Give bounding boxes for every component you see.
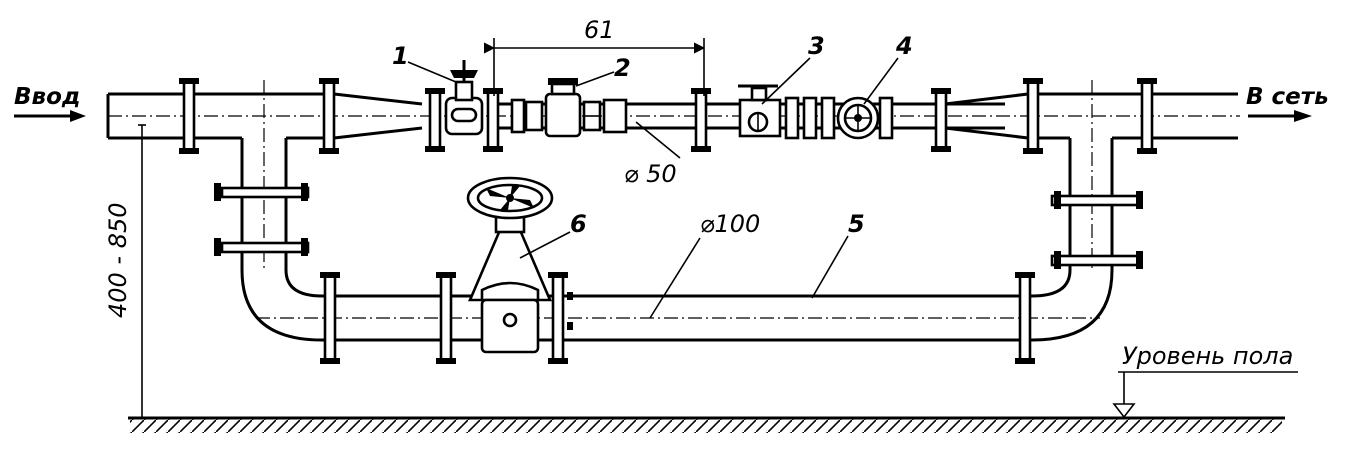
flange xyxy=(931,88,951,152)
handwheel-icon xyxy=(466,176,554,220)
flange xyxy=(214,183,310,201)
callout-6: 6 xyxy=(570,210,587,238)
callout-4: 4 xyxy=(895,32,913,60)
leaders xyxy=(407,57,899,319)
outlet-label: В сеть xyxy=(1246,84,1329,110)
arrow-right-icon xyxy=(1294,110,1312,122)
floor-level-label: Уровень пола xyxy=(1122,342,1293,370)
callout-5: 5 xyxy=(848,210,865,238)
flange xyxy=(483,88,503,152)
flange xyxy=(548,272,573,364)
inlet-gate-valve xyxy=(444,60,484,136)
height-dimension xyxy=(138,124,146,418)
span-dimension-label: 61 xyxy=(584,16,615,44)
height-range-label: 400 - 850 xyxy=(104,202,132,318)
flange xyxy=(425,88,445,152)
small-pipe-diameter-label: ⌀ 50 xyxy=(624,160,677,188)
inlet-arrow xyxy=(14,110,86,122)
bypass-line xyxy=(240,80,1114,342)
span-dimension xyxy=(483,38,706,96)
flange xyxy=(1050,251,1143,269)
large-pipe-diameter-label: ⌀100 xyxy=(700,210,760,238)
flange xyxy=(319,78,339,154)
bypass-valve xyxy=(466,176,554,354)
outlet-arrow xyxy=(1248,110,1312,122)
flange xyxy=(1023,78,1043,154)
flange xyxy=(691,88,711,152)
flange xyxy=(1050,191,1143,209)
flange xyxy=(436,272,456,364)
callout-3: 3 xyxy=(808,32,825,60)
arrow-right-icon xyxy=(70,110,86,122)
flange xyxy=(1015,272,1035,364)
flange xyxy=(214,238,310,256)
inlet-label: Ввод xyxy=(14,84,80,110)
flanges xyxy=(179,78,1157,364)
floor-level-marker xyxy=(1112,371,1298,419)
water-meter xyxy=(510,78,628,138)
flange xyxy=(179,78,199,154)
flange xyxy=(320,272,340,364)
flange xyxy=(1137,78,1157,154)
handwheel-valve xyxy=(836,96,880,140)
test-cock xyxy=(738,84,782,138)
callout-1: 1 xyxy=(392,42,409,70)
callout-2: 2 xyxy=(614,54,631,82)
fittings xyxy=(784,96,894,140)
floor xyxy=(128,416,1285,433)
level-triangle-icon xyxy=(1112,403,1136,419)
main-line xyxy=(106,92,1240,140)
